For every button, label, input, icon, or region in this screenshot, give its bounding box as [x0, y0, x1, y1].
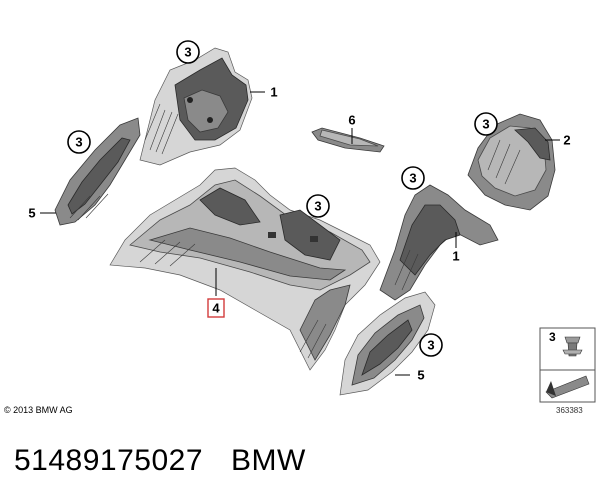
label-part-5-left: 5 — [28, 206, 35, 221]
label-part-6: 6 — [348, 113, 355, 128]
label-part-5-right: 5 — [417, 368, 424, 383]
svg-text:4: 4 — [212, 301, 220, 316]
diagram-reference-number: 363383 — [556, 406, 583, 415]
copyright-notice: © 2013 BMW AG — [4, 405, 73, 415]
svg-text:3: 3 — [184, 45, 191, 60]
part-6-strip — [311, 127, 385, 153]
label-part-1-lower: 1 — [452, 249, 459, 264]
parts-diagram: 3 3 3 3 3 3 1 5 6 2 1 5 4 3 — [28, 40, 596, 403]
svg-text:3: 3 — [409, 171, 416, 186]
callout-3-center: 3 — [306, 194, 330, 218]
clip-icon — [562, 336, 583, 357]
callout-3-top: 3 — [176, 40, 200, 64]
callout-3-right-top: 3 — [474, 112, 498, 136]
brand-name: BMW — [231, 444, 306, 477]
part-4-floor-insulation — [109, 167, 381, 371]
legend-item-number: 3 — [549, 330, 556, 344]
label-part-1-upper: 1 — [270, 85, 277, 100]
callout-3-lower-right: 3 — [419, 333, 443, 357]
footer-caption: 51489175027 BMW — [14, 444, 306, 478]
callout-3-left: 3 — [67, 130, 91, 154]
svg-text:3: 3 — [427, 338, 434, 353]
svg-text:3: 3 — [314, 199, 321, 214]
clip-legend: 3 — [539, 327, 596, 403]
label-part-4-highlighted[interactable]: 4 — [207, 298, 225, 318]
callout-3-mid-right: 3 — [401, 166, 425, 190]
arrow-icon — [545, 375, 590, 399]
part-5-right-panel — [339, 291, 436, 396]
part-number: 51489175027 — [14, 444, 204, 477]
svg-text:3: 3 — [482, 117, 489, 132]
label-part-2: 2 — [563, 133, 570, 148]
part-2-wheel-arch — [467, 113, 556, 211]
svg-text:3: 3 — [75, 135, 82, 150]
part-1-upper-insulation — [139, 47, 253, 166]
part-1-lower-bracket — [379, 184, 499, 301]
part-5-left-panel — [54, 117, 141, 226]
